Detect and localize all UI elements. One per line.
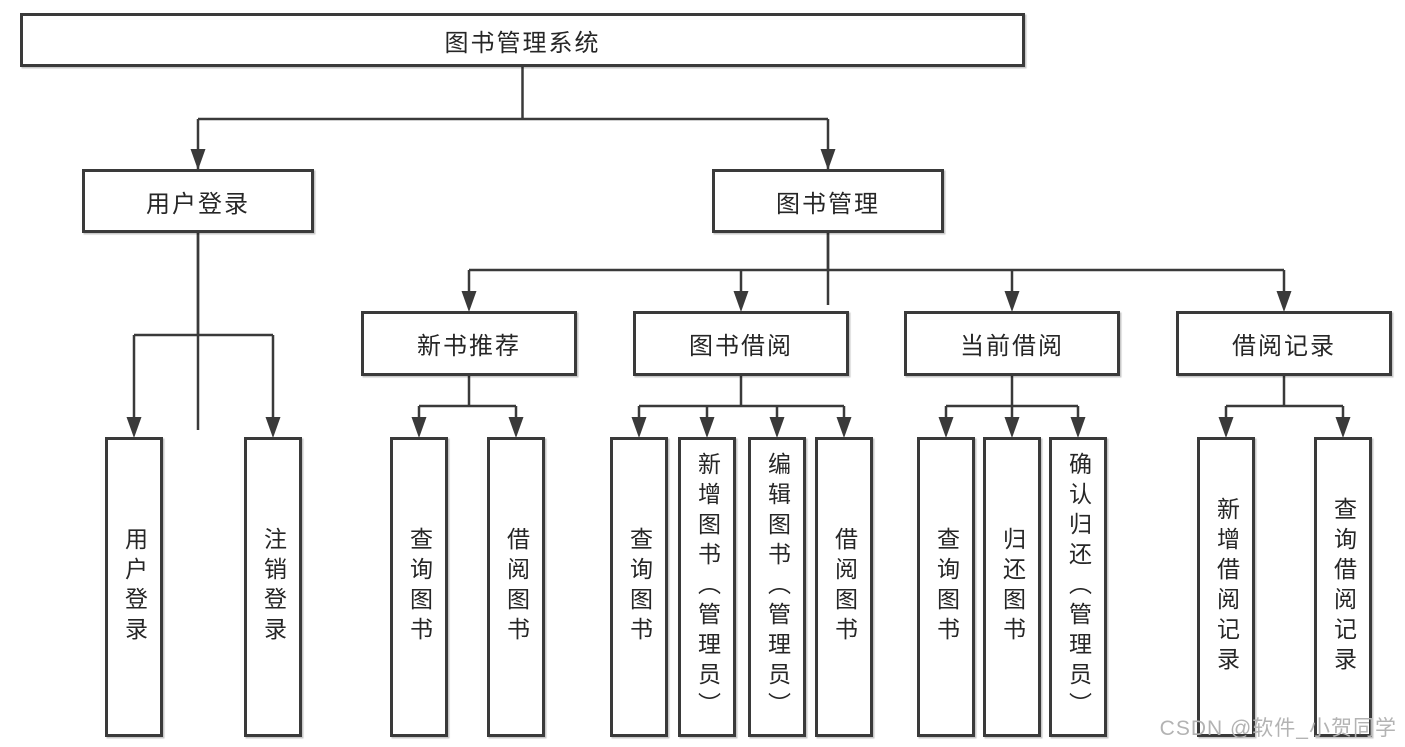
arrowhead-icon <box>461 291 477 312</box>
node-label: 借阅记录 <box>1232 333 1336 360</box>
node-label: 归还图书 <box>999 527 1026 647</box>
leaf-query-books-1: 查询图书 <box>390 437 448 737</box>
edge-root-to-level2 <box>196 67 830 430</box>
arrowhead-icon <box>938 417 954 438</box>
leaf-query-books-3: 查询图书 <box>917 437 975 737</box>
arrowhead-icon <box>190 149 206 170</box>
arrowheads <box>126 149 1351 438</box>
node-label: 新增图书（管理员） <box>694 452 721 722</box>
node-label: 查询图书 <box>406 527 433 647</box>
arrowhead-icon <box>733 291 749 312</box>
arrowhead-icon <box>836 417 852 438</box>
edge-borrowing-to-leaves <box>637 376 846 430</box>
node-label: 编辑图书（管理员） <box>764 452 791 722</box>
arrowhead-icon <box>1218 417 1234 438</box>
arrowhead-icon <box>631 417 647 438</box>
edge-records-to-leaves <box>1224 376 1345 430</box>
node-label: 当前借阅 <box>960 333 1064 360</box>
arrowhead-icon <box>411 417 427 438</box>
edge-bookmgmt-to-level3 <box>467 233 1286 305</box>
leaf-add-books-admin: 新增图书（管理员） <box>678 437 736 737</box>
node-label: 图书管理系统 <box>444 29 601 57</box>
node-borrow-records: 借阅记录 <box>1176 311 1392 376</box>
node-user-login: 用户登录 <box>82 169 314 233</box>
leaf-borrow-books-1: 借阅图书 <box>487 437 545 737</box>
node-current-borrowing: 当前借阅 <box>904 311 1120 376</box>
arrowhead-icon <box>265 417 281 438</box>
leaf-query-books-2: 查询图书 <box>610 437 668 737</box>
leaf-return-books: 归还图书 <box>983 437 1041 737</box>
arrowhead-icon <box>508 417 524 438</box>
node-label: 新增借阅记录 <box>1213 497 1240 677</box>
node-book-borrowing: 图书借阅 <box>633 311 849 376</box>
arrowhead-icon <box>1070 417 1086 438</box>
node-label: 借阅图书 <box>503 527 530 647</box>
edge-userlogin-to-leaves <box>132 233 275 430</box>
node-system-root: 图书管理系统 <box>20 13 1025 67</box>
node-new-book-recommend: 新书推荐 <box>361 311 577 376</box>
arrowhead-icon <box>1335 417 1351 438</box>
node-label: 用户登录 <box>146 190 250 218</box>
arrowhead-icon <box>820 149 836 170</box>
leaf-user-login: 用户登录 <box>105 437 163 737</box>
node-label: 图书借阅 <box>689 333 793 360</box>
arrowhead-icon <box>1276 291 1292 312</box>
arrowhead-icon <box>1004 417 1020 438</box>
arrowhead-icon <box>699 417 715 438</box>
arrowhead-icon <box>126 417 142 438</box>
node-label: 新书推荐 <box>417 333 521 360</box>
node-label: 查询借阅记录 <box>1330 497 1357 677</box>
arrowhead-icon <box>769 417 785 438</box>
arrowhead-icon <box>1004 291 1020 312</box>
node-label: 用户登录 <box>121 527 148 647</box>
leaf-query-borrow-record: 查询借阅记录 <box>1314 437 1372 737</box>
leaf-confirm-return-admin: 确认归还（管理员） <box>1049 437 1107 737</box>
node-label: 图书管理 <box>776 190 880 218</box>
connector-lines <box>132 67 1345 430</box>
node-label: 注销登录 <box>260 527 287 647</box>
leaf-logout: 注销登录 <box>244 437 302 737</box>
node-label: 查询图书 <box>933 527 960 647</box>
edge-newbooks-to-leaves <box>417 376 518 430</box>
leaf-edit-books-admin: 编辑图书（管理员） <box>748 437 806 737</box>
node-book-management: 图书管理 <box>712 169 944 233</box>
node-label: 确认归还（管理员） <box>1065 452 1092 722</box>
leaf-add-borrow-record: 新增借阅记录 <box>1197 437 1255 737</box>
node-label: 查询图书 <box>626 527 653 647</box>
node-label: 借阅图书 <box>831 527 858 647</box>
leaf-borrow-books-2: 借阅图书 <box>815 437 873 737</box>
